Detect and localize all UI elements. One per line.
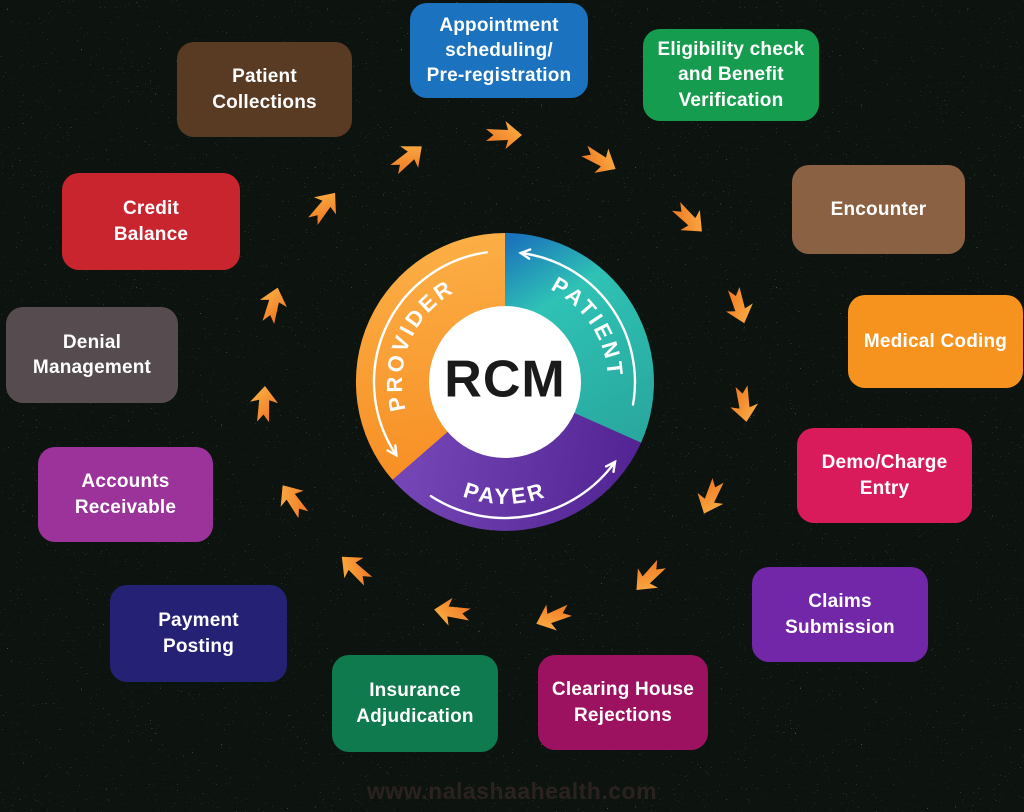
box-label-patient-collections: Patient Collections [212,66,317,113]
box-label-denial-management: Denial Management [32,331,152,378]
flow-arrow-icon [726,287,753,324]
box-patient-collections: Patient Collections [177,42,352,137]
box-encounter: Encounter [792,165,965,254]
ring-segment-provider [355,232,505,480]
flow-arrow-icon [671,202,702,232]
flow-arrow-icon [341,556,373,586]
flow-arrow-icon [730,385,759,422]
box-label-credit-balance: Credit Balance [113,198,189,245]
box-credit-balance: Credit Balance [62,173,240,270]
box-label-appointment-scheduling: Appointment scheduling/ Pre-registration [426,14,572,87]
flow-arrow-icon [486,121,522,149]
box-insurance-adjudication: Insurance Adjudication [332,655,498,752]
box-payment-posting: Payment Posting [110,585,287,682]
flow-arrow-icon [308,192,336,225]
flow-arrow-icon [390,146,422,175]
box-label-claims-submission: Claims Submission [785,591,895,638]
box-demo-charge-entry: Demo/Charge Entry [797,428,972,523]
box-eligibility-check: Eligibility check and Benefit Verificati… [643,29,819,121]
box-label-demo-charge-entry: Demo/Charge Entry [821,452,948,499]
flow-arrow-icon [280,485,309,519]
rcm-center-circle [429,306,581,458]
flow-arrow-icon [636,559,666,590]
flow-arrow-icon [697,478,724,514]
box-label-payment-posting: Payment Posting [158,610,239,657]
flow-arrow-icon [434,597,471,626]
website-url: www.nalashaahealth.com [366,778,658,804]
box-medical-coding: Medical Coding [848,295,1023,388]
flow-arrow-icon [259,287,287,324]
rcm-center-title: RCM [444,350,566,409]
box-claims-submission: Claims Submission [752,567,928,662]
ring-segment-patient [505,233,654,443]
box-denial-management: Denial Management [6,307,178,403]
box-label-eligibility-check: Eligibility check and Benefit Verificati… [657,39,805,111]
flow-arrow-icon [581,145,616,173]
box-accounts-receivable: Accounts Receivable [38,447,213,542]
box-appointment-scheduling: Appointment scheduling/ Pre-registration [410,3,588,98]
box-label-encounter: Encounter [830,198,927,220]
box-label-accounts-receivable: Accounts Receivable [74,471,177,518]
box-label-insurance-adjudication: Insurance Adjudication [356,680,474,727]
box-label-clearing-house-rejections: Clearing House Rejections [551,679,695,726]
box-label-medical-coding: Medical Coding [863,330,1008,352]
box-clearing-house-rejections: Clearing House Rejections [538,655,708,750]
flow-arrow-icon [536,604,572,631]
ring-cycle-arrows [372,248,637,520]
flow-arrow-icon [250,386,279,423]
